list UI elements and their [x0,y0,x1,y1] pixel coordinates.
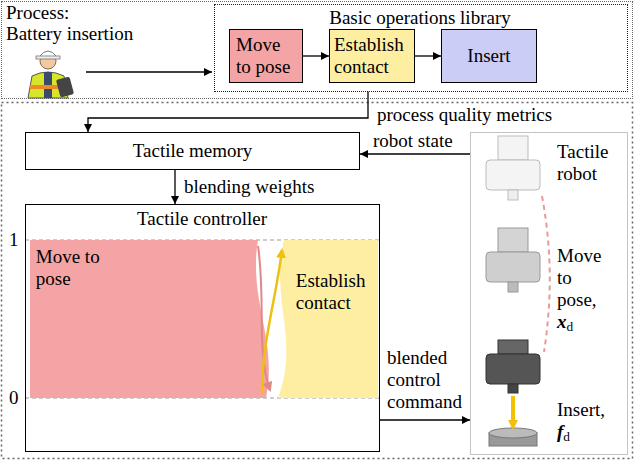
math-symbol: x [557,311,567,332]
robot-figure [486,136,550,446]
node-title: Establish contact [334,34,410,78]
math-subscript: d [567,319,574,334]
motion-path [542,196,550,352]
blend-curve [262,250,282,394]
node-title: Basic operations library [215,7,626,29]
node-title: Insert [467,45,510,67]
flow-arrow [86,71,212,72]
robot-arm [498,136,528,160]
node-title: Tactile memory [133,140,252,162]
region-outline [2,103,633,459]
math-symbol: f [557,421,563,442]
controller-box: Move to poseEstablish contact Tactile con… [25,204,380,452]
connector-arrow [380,419,470,420]
text-run: Move to pose, [557,245,601,310]
axis-tick: 1 [8,229,20,251]
operation-box: Move to pose [229,29,303,83]
axis-tick: 0 [8,387,20,409]
math-subscript: d [563,429,570,444]
connector-arrow [174,170,175,204]
node-title: Tactile robot [557,141,623,185]
node-caption: Insert, fd [557,399,613,443]
robot-tool [508,384,518,393]
tablet [56,76,74,97]
robot-box: Tactile robotMove to pose, xdInsert, fd [470,132,628,455]
connector-arrow [303,55,329,56]
connector-arrow [360,153,470,154]
connector-arrow [415,55,441,56]
edge-label: blending weights [183,176,315,198]
node-caption: Battery insertion [6,23,176,45]
operation-box: Insert [441,29,537,83]
blend-plot [25,240,380,398]
node-caption: Move to pose, xd [557,245,605,333]
force-arrow [511,396,515,428]
robot-head [486,354,540,384]
blend-band: Move to pose [30,240,230,398]
robot-tool [508,282,518,292]
text-run: Insert, [557,399,605,420]
library-box: Move to pose Establish contact Insert Basic… [214,4,628,92]
edge-label: process quality metrics [376,104,553,126]
blend-band: Establish contact [290,240,378,398]
edge-label: blended control command [386,347,468,413]
battery-socket [489,428,537,438]
robot-head [486,252,540,282]
robot-arm [498,340,528,354]
hat-brim [36,56,60,59]
edge-label: robot state [372,130,454,152]
node-title: Process: [6,2,166,24]
robot-head [486,160,540,190]
node-title: Tactile controller [26,208,378,230]
operation-box: Establish contact [329,29,415,83]
memory-box: Tactile memory [25,132,360,170]
robot-tool [508,190,518,200]
node-title: Establish contact [296,270,372,314]
connector-arrow [88,92,368,133]
process-region: Move to pose Establish contact Insert Basic… [1,1,633,99]
robot-arm [498,228,528,252]
node-title: Move to pose [236,34,296,78]
node-title: Move to pose [36,246,100,290]
worker-figure [28,51,74,98]
